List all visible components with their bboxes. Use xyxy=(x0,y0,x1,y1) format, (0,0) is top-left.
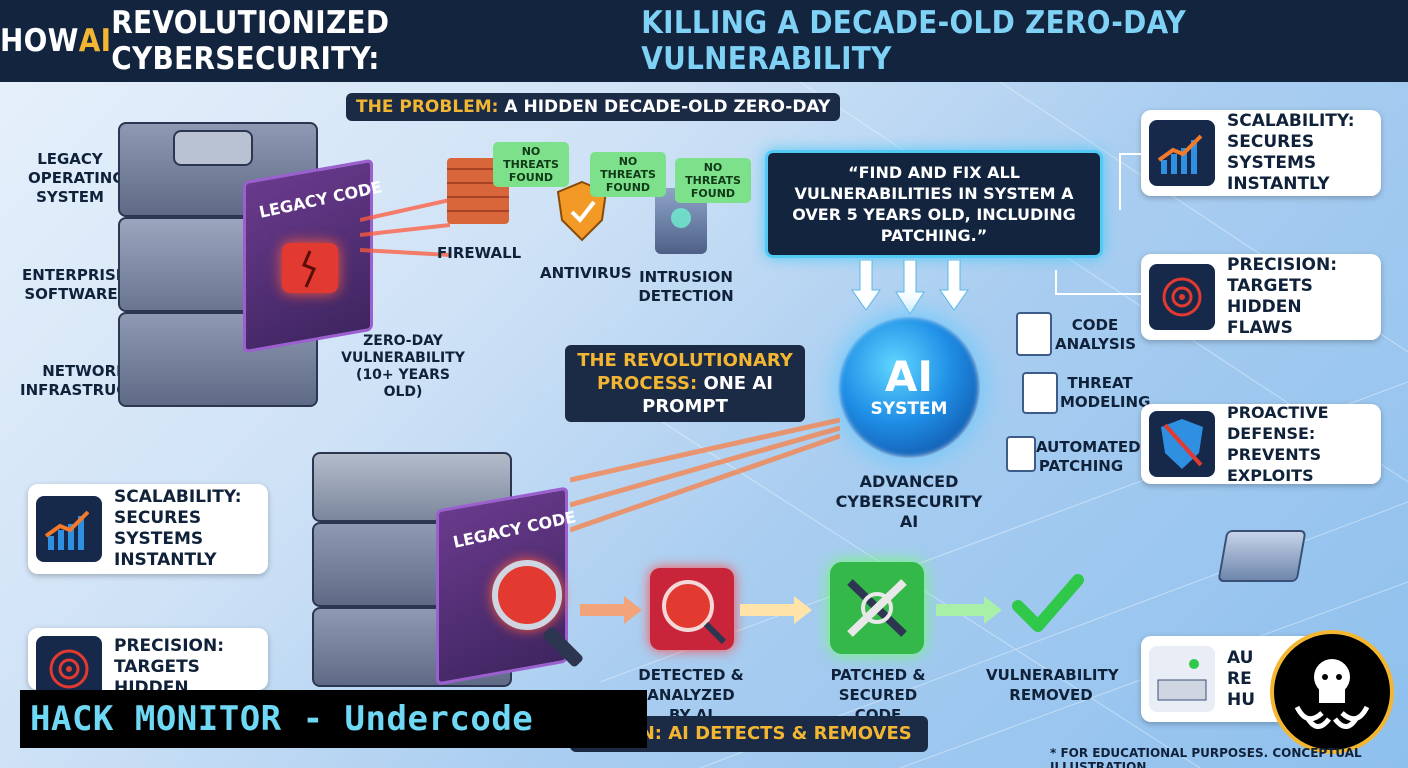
zero-day-label: ZERO-DAY VULNERABILITY (10+ YEARS OLD) xyxy=(341,333,465,400)
no-threats-bubble-ids: NO THREATS FOUND xyxy=(675,158,751,203)
checkmark-icon xyxy=(1012,570,1084,640)
card-scalability-right: SCALABILITY: SECURES SYSTEMS INSTANTLY xyxy=(1141,110,1381,196)
legacy-os-label: LEGACY OPERATING SYSTEM xyxy=(28,150,125,206)
footer-note: * FOR EDUCATIONAL PURPOSES. CONCEPTUAL I… xyxy=(1050,746,1362,768)
ai-caption: ADVANCED CYBERSECURITY AI xyxy=(835,472,983,531)
attack-beams xyxy=(360,198,450,257)
card-precision-right: PRECISION: TARGETS HIDDEN FLAWS xyxy=(1141,254,1381,340)
prompt-arrows xyxy=(851,260,969,315)
no-threats-bubble-antivirus: NO THREATS FOUND xyxy=(590,152,666,197)
magnifier-icon xyxy=(492,560,562,630)
threat-modeling-icon xyxy=(1022,372,1058,414)
chart-up-icon xyxy=(1149,120,1215,186)
network-device-icon xyxy=(1217,530,1307,582)
detected-icon xyxy=(650,568,734,650)
chart-up-icon xyxy=(36,496,102,562)
no-threats-bubble-firewall: NO THREATS FOUND xyxy=(493,142,569,187)
card-precision-left: PRECISION: TARGETS HIDDEN FLAWS xyxy=(28,628,268,719)
removed-label: VULNERABILITY REMOVED xyxy=(986,666,1119,704)
vulnerability-icon xyxy=(282,243,338,293)
firewall-label: FIREWALL xyxy=(437,244,522,262)
automated-patching-icon xyxy=(1006,436,1036,472)
solution-flow-arrows xyxy=(580,596,1002,624)
shield-icon xyxy=(1149,411,1215,477)
problem-label: THE PROBLEM: A HIDDEN DECADE-OLD ZERO-DA… xyxy=(346,93,841,121)
target-icon xyxy=(1149,264,1215,330)
automated-patching-label: AUTOMATED PATCHING xyxy=(1036,438,1141,475)
code-analysis-label: CODE ANALYSIS xyxy=(1055,316,1137,353)
page-title: HOW AI REVOLUTIONIZED CYBERSECURITY: KIL… xyxy=(0,0,1408,82)
threat-modeling-label: THREAT MODELING xyxy=(1060,374,1151,411)
enterprise-software-label: ENTERPRISE SOFTWARE xyxy=(22,266,127,303)
ai-scan-beams xyxy=(570,417,840,533)
watermark-banner: HACK MONITOR - Undercode xyxy=(20,690,647,748)
process-label: THE REVOLUTIONARY PROCESS: ONE AI PROMPT xyxy=(565,345,805,422)
robot-hand-icon xyxy=(1149,646,1215,712)
ai-system-globe: AI SYSTEM xyxy=(838,316,980,458)
undercode-logo xyxy=(1270,630,1394,754)
card-proactive-right: PROACTIVE DEFENSE: PREVENTS EXPLOITS xyxy=(1141,403,1381,485)
card-scalability-left: SCALABILITY: SECURES SYSTEMS INSTANTLY xyxy=(28,484,268,574)
ai-prompt-box: “FIND AND FIX ALL VULNERABILITIES IN SYS… xyxy=(765,150,1103,258)
intrusion-detection-label: INTRUSION DETECTION xyxy=(638,268,734,305)
code-analysis-icon xyxy=(1016,312,1052,356)
connector-lines xyxy=(1055,153,1142,295)
antivirus-label: ANTIVIRUS xyxy=(540,264,632,282)
patch-tools-icon xyxy=(830,562,924,654)
